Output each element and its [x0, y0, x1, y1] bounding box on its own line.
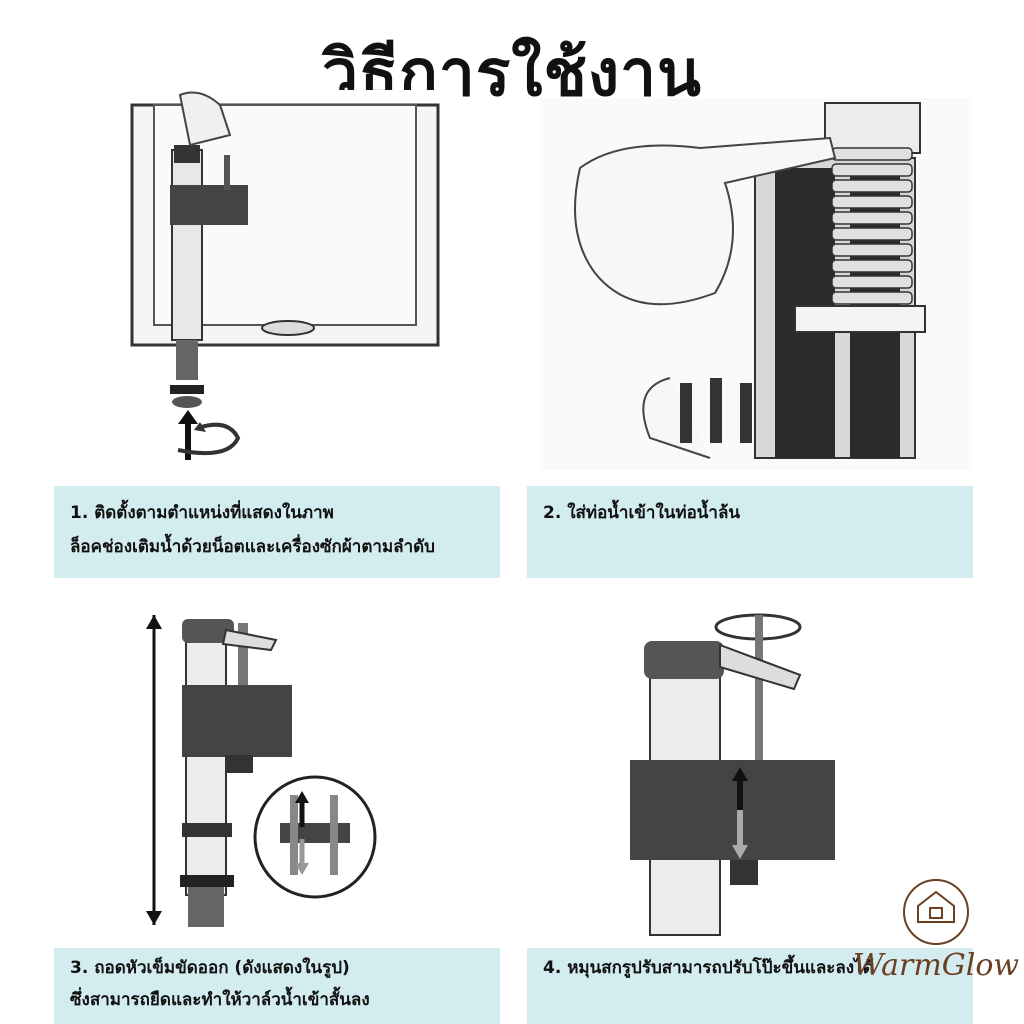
step3-illustration — [130, 605, 450, 940]
brand-logo: WarmGlow — [848, 862, 1024, 1024]
step2-text-line1: 2. ใส่ท่อน้ำเข้าในท่อน้ำล้น — [543, 503, 740, 523]
step1-caption: 1. ติดตั้งตามตำแหน่งที่แสดงในภาพ ล็อคช่อ… — [54, 486, 500, 578]
step1-text-line1: 1. ติดตั้งตามตำแหน่งที่แสดงในภาพ — [70, 503, 334, 523]
step3-text-line1: 3. ถอดหัวเข็มขัดออก (ดังแสดงในรูป) — [70, 958, 350, 978]
step1-illustration — [120, 90, 450, 475]
brand-name: WarmGlow — [852, 948, 1020, 983]
step2-illustration — [540, 98, 972, 470]
step1-text-line2: ล็อคช่องเติมน้ำด้วยน็อตและเครื่องซักผ้าต… — [70, 537, 435, 557]
house-icon — [903, 879, 969, 945]
step3-caption: 3. ถอดหัวเข็มขัดออก (ดังแสดงในรูป) ซึ่งส… — [54, 948, 500, 1024]
step4-text-line1: 4. หมุนสกรูปรับสามารถปรับโป๊ะขึ้นและลงได… — [543, 958, 874, 978]
step4-caption: 4. หมุนสกรูปรับสามารถปรับโป๊ะขึ้นและลงได… — [527, 948, 973, 1024]
step3-text-line2: ซึ่งสามารถยืดและทำให้วาล์วน้ำเข้าสั้นลง — [70, 990, 370, 1010]
step4-illustration — [600, 605, 890, 940]
step2-caption: 2. ใส่ท่อน้ำเข้าในท่อน้ำล้น — [527, 486, 973, 578]
